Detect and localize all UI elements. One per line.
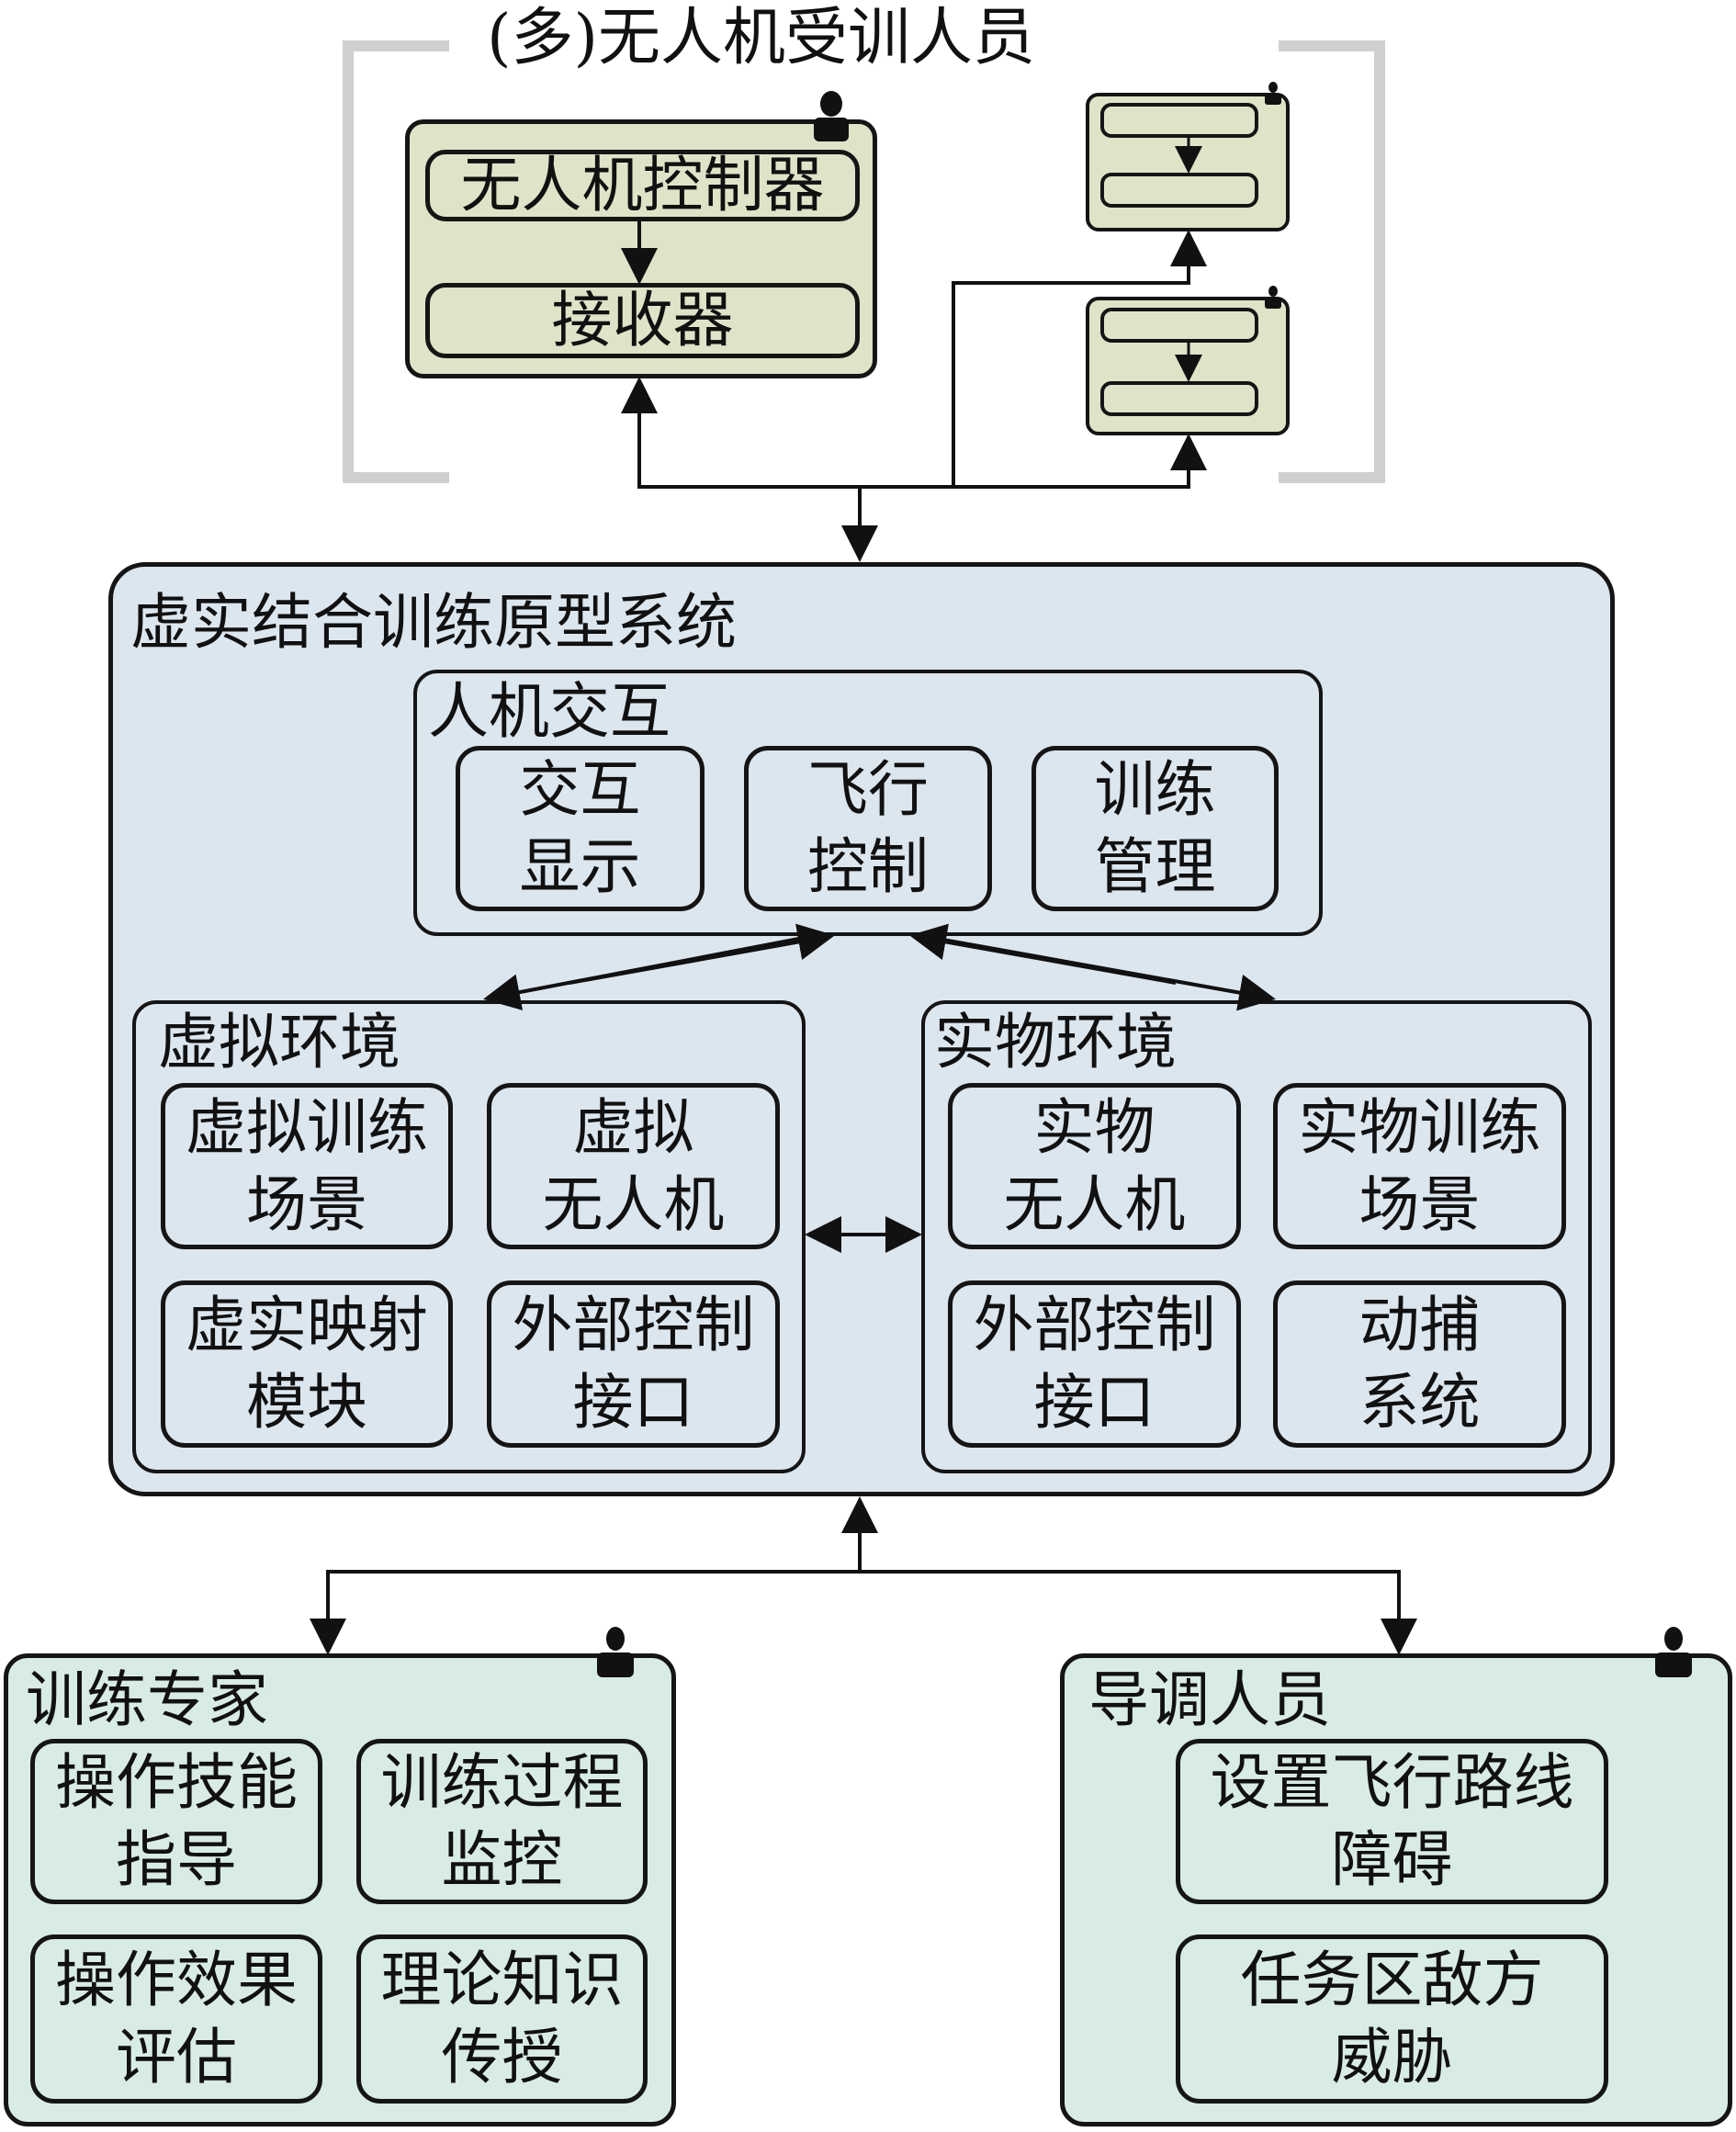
physical-item-line2: 系统	[1358, 1367, 1481, 1438]
hci-item-line2: 管理	[1094, 831, 1216, 902]
physical-item: 外部控制接口	[948, 1280, 1241, 1448]
expert-item-line1: 操作效果	[55, 1945, 298, 2015]
person-icon	[597, 1627, 634, 1677]
person-icon	[1265, 82, 1281, 105]
person-icon	[1265, 286, 1281, 309]
director-item-line2: 障碍	[1331, 1824, 1453, 1895]
trainee-mini-box-1-bottom	[1100, 173, 1258, 208]
expert-item: 训练过程监控	[356, 1739, 648, 1904]
hci-item-line2: 显示	[519, 831, 641, 902]
expert-item-line1: 操作技能	[55, 1747, 298, 1818]
virtual-item: 外部控制接口	[487, 1280, 780, 1448]
physical-item-line1: 动捕	[1358, 1290, 1481, 1360]
expert-item: 操作效果评估	[30, 1935, 322, 2104]
hci-title: 人机交互	[428, 676, 671, 747]
expert-title: 训练专家	[26, 1664, 268, 1735]
virtual-item-line1: 虚拟训练	[186, 1091, 428, 1163]
right-bracket	[1279, 40, 1385, 483]
expert-item-line1: 理论知识	[380, 1945, 624, 2015]
receiver-box: 接收器	[425, 283, 860, 358]
physical-item: 实物训练场景	[1273, 1083, 1566, 1249]
hci-item-line1: 训练	[1094, 754, 1216, 825]
system-title: 虚实结合训练原型系统	[130, 587, 737, 658]
physical-item: 实物无人机	[948, 1083, 1241, 1249]
person-icon	[1655, 1627, 1692, 1677]
virtual-item-line2: 场景	[246, 1168, 367, 1240]
receiver-label: 接收器	[551, 285, 734, 355]
drone-controller-box: 无人机控制器	[425, 150, 860, 221]
trainee-mini-box-2-bottom	[1100, 381, 1258, 416]
roles-bus-line	[326, 1570, 1401, 1650]
expert-item-line2: 评估	[116, 2022, 237, 2093]
physical-item-line1: 实物训练	[1298, 1091, 1541, 1163]
virtual-item-line2: 接口	[572, 1367, 694, 1438]
virtual-item-line1: 虚实映射	[186, 1290, 428, 1360]
virtual-item: 虚实映射模块	[161, 1280, 453, 1448]
physical-item-line2: 场景	[1358, 1168, 1481, 1240]
trainees-title: (多)无人机受训人员	[487, 2, 1036, 74]
virtual-env-title: 虚拟环境	[158, 1007, 400, 1077]
director-item-line1: 设置飞行路线	[1210, 1747, 1574, 1818]
director-item: 任务区敌方威胁	[1176, 1935, 1608, 2104]
physical-item-line1: 外部控制	[973, 1290, 1216, 1360]
hci-item: 飞行控制	[744, 746, 992, 911]
director-title: 导调人员	[1088, 1664, 1331, 1735]
hci-item: 训练管理	[1031, 746, 1279, 911]
director-item: 设置飞行路线障碍	[1176, 1739, 1608, 1904]
expert-item: 操作技能指导	[30, 1739, 322, 1904]
hci-item-line1: 飞行	[807, 754, 929, 825]
virtual-item-line1: 外部控制	[512, 1290, 755, 1360]
virtual-item: 虚拟无人机	[487, 1083, 780, 1249]
physical-item: 动捕系统	[1273, 1280, 1566, 1448]
physical-item-line1: 实物	[1033, 1091, 1155, 1163]
physical-item-line2: 无人机	[1003, 1168, 1186, 1240]
expert-item-line2: 监控	[441, 1824, 563, 1895]
expert-item-line1: 训练过程	[380, 1747, 624, 1818]
trainee-mini-box-1-top	[1100, 103, 1258, 138]
drone-controller-label: 无人机控制器	[460, 150, 825, 220]
physical-env-title: 实物环境	[934, 1007, 1177, 1077]
hci-item-line1: 交互	[519, 754, 641, 825]
virtual-item: 虚拟训练场景	[161, 1083, 453, 1249]
virtual-item-line1: 虚拟	[572, 1091, 694, 1163]
director-item-line1: 任务区敌方	[1240, 1945, 1544, 2015]
expert-item-line2: 传授	[441, 2022, 563, 2093]
left-bracket	[343, 40, 449, 483]
hci-item-line2: 控制	[807, 831, 929, 902]
virtual-item-line2: 无人机	[542, 1168, 725, 1240]
director-item-line2: 威胁	[1331, 2022, 1453, 2093]
hci-item: 交互显示	[456, 746, 705, 911]
expert-item: 理论知识传授	[356, 1935, 648, 2104]
expert-item-line2: 指导	[116, 1824, 237, 1895]
trainee-mini-box-2-top	[1100, 308, 1258, 343]
person-icon	[814, 91, 849, 141]
virtual-item-line2: 模块	[246, 1367, 367, 1438]
physical-item-line2: 接口	[1033, 1367, 1155, 1438]
